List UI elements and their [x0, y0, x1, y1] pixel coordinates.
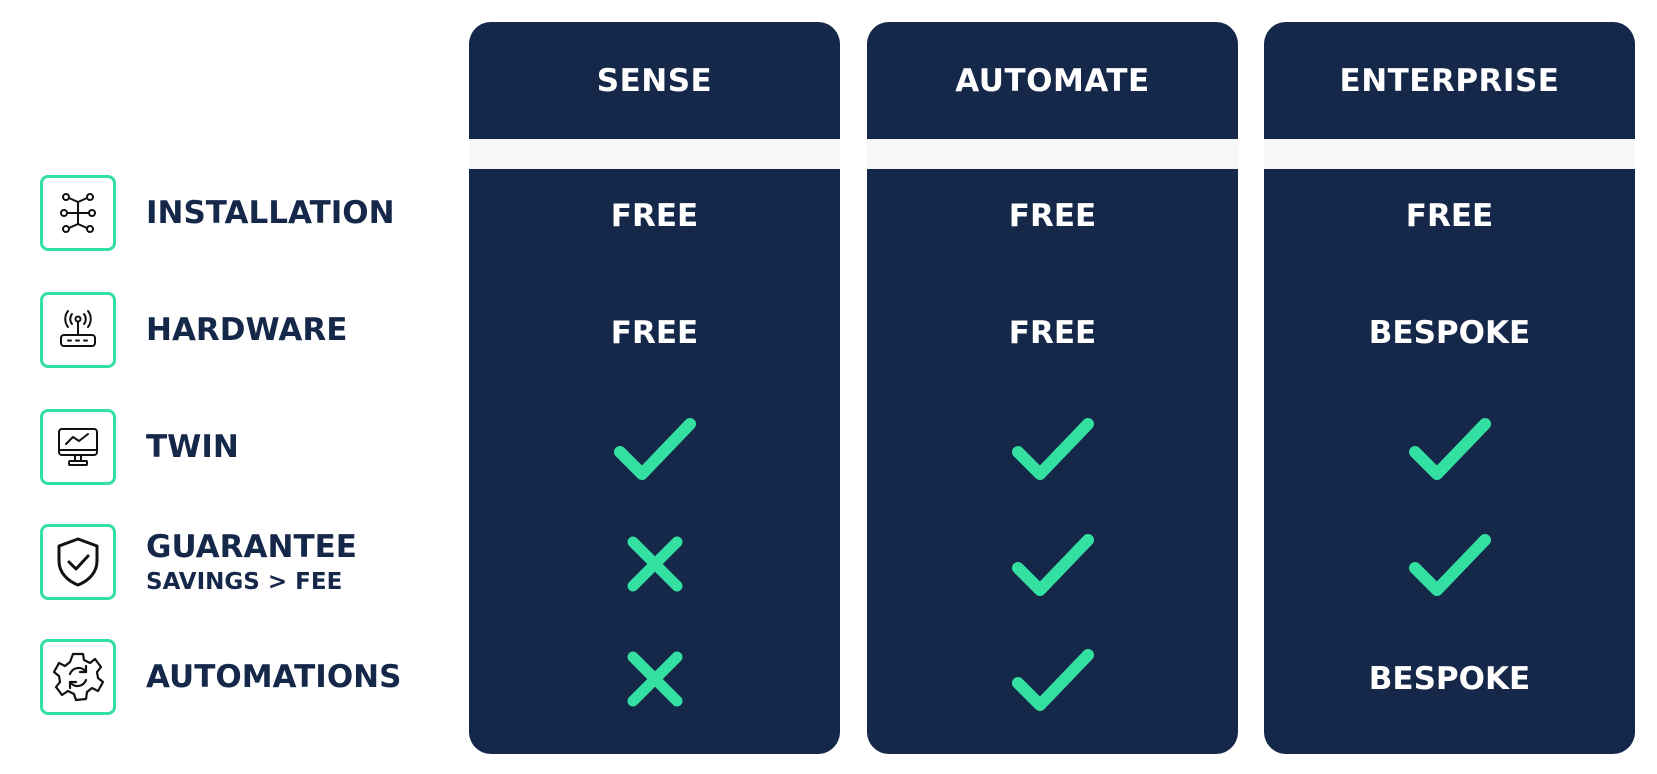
cell-sense-installation: FREE [610, 198, 699, 234]
plan-header-enterprise: ENTERPRISE [1339, 62, 1560, 99]
cell-sense-hardware: FREE [610, 315, 699, 351]
gear-sync-icon [52, 652, 105, 702]
plan-header-sense: SENSE [596, 62, 713, 99]
cell-sense-automations [469, 639, 840, 719]
feature-label: INSTALLATION [146, 195, 395, 231]
shield-check-icon [57, 537, 99, 587]
check-icon [1408, 534, 1491, 596]
check-icon [1011, 534, 1094, 596]
cross-icon [627, 651, 682, 707]
check-icon [613, 418, 696, 480]
cell-enterprise-automations: BESPOKE [1368, 661, 1531, 697]
feature-icon-box [40, 175, 116, 251]
feature-label: TWIN [146, 429, 239, 465]
feature-row-twin: TWIN [40, 409, 440, 489]
plan-column-sense: SENSE FREE FREE [469, 22, 840, 754]
feature-icon-box [40, 524, 116, 600]
cell-enterprise-installation: FREE [1405, 198, 1494, 234]
cross-icon [627, 536, 682, 592]
plan-header-automate: AUTOMATE [955, 62, 1150, 99]
cell-enterprise-twin [1264, 408, 1635, 488]
feature-label: AUTOMATIONS [146, 659, 402, 695]
cell-sense-guarantee [469, 524, 840, 604]
feature-label: GUARANTEE [146, 529, 357, 565]
feature-icon-box [40, 292, 116, 368]
feature-icon-box [40, 639, 116, 715]
feature-row-installation: INSTALLATION [40, 175, 440, 255]
feature-row-guarantee: GUARANTEE SAVINGS > FEE [40, 524, 440, 604]
cell-automate-hardware: FREE [1008, 315, 1097, 351]
cell-automate-installation: FREE [1008, 198, 1097, 234]
plan-column-enterprise: ENTERPRISE FREE BESPOKE BESPOKE [1264, 22, 1635, 754]
feature-label: HARDWARE [146, 312, 348, 348]
circuit-icon [60, 193, 96, 233]
monitor-chart-icon [58, 428, 98, 466]
plan-column-automate: AUTOMATE FREE FREE [867, 22, 1238, 754]
check-icon [1011, 418, 1094, 480]
cell-automate-automations [867, 639, 1238, 719]
feature-icon-box [40, 409, 116, 485]
feature-row-automations: AUTOMATIONS [40, 639, 440, 719]
feature-sublabel: SAVINGS > FEE [146, 569, 343, 595]
check-icon [1011, 649, 1094, 711]
cell-automate-guarantee [867, 524, 1238, 604]
cell-sense-twin [469, 408, 840, 488]
feature-row-hardware: HARDWARE [40, 292, 440, 372]
cell-enterprise-guarantee [1264, 524, 1635, 604]
cell-automate-twin [867, 408, 1238, 488]
cell-enterprise-hardware: BESPOKE [1368, 315, 1531, 351]
check-icon [1408, 418, 1491, 480]
router-icon [60, 310, 96, 347]
